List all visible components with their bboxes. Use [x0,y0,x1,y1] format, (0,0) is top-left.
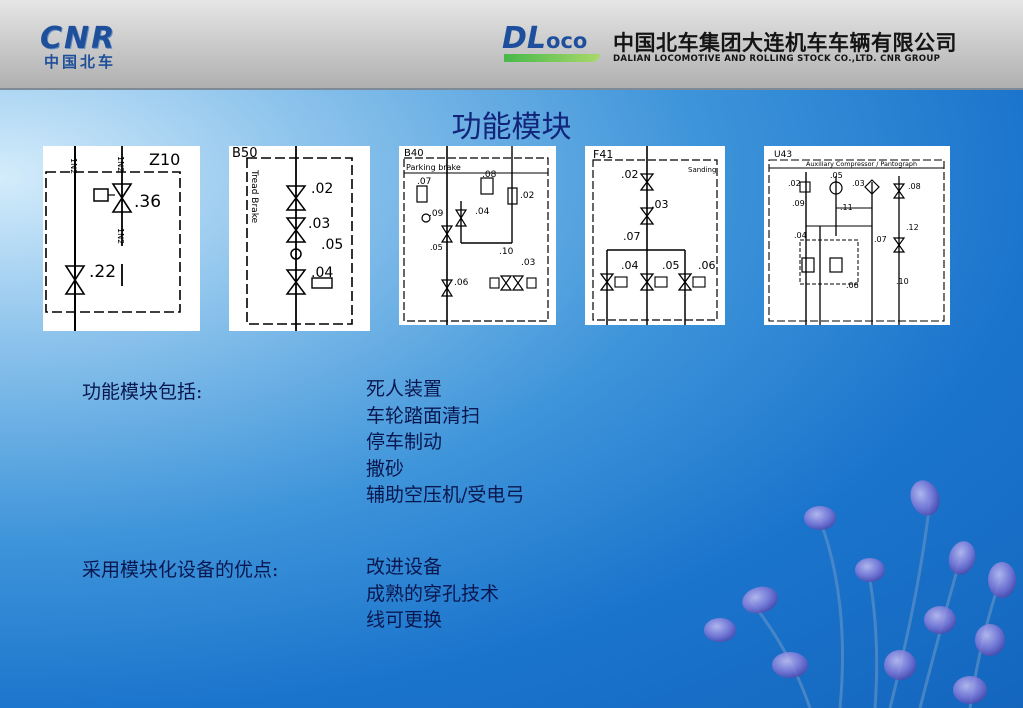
diagram-b40-code: B40 [404,148,424,159]
diagram-u43: U43 Auxiliary Compressor / Pantograph .0… [764,146,950,325]
diagram-u43-label: .02 [788,179,801,188]
diagram-b40-label: .05 [430,243,443,252]
diagram-b40-label: .03 [521,258,535,268]
list-item: 停车制动 [366,431,443,453]
advantages-list: 改进设备 成熟的穿孔技术 线可更换 [366,554,499,634]
list-item: 改进设备 [366,556,443,578]
cnr-logo-cn: 中国北车 [44,53,117,71]
dloco-swoosh [504,54,600,62]
diagram-b40-label: .06 [454,278,469,288]
diagram-f41-label: .04 [621,259,639,272]
tulip-decoration [704,480,1016,708]
diagram-b50-code: B50 [232,146,257,161]
diagram-b40-label: .02 [520,191,534,201]
list-item: 死人装置 [366,378,443,400]
list-item: 辅助空压机/受电弓 [366,484,525,506]
functional-modules-list: 死人装置 车轮踏面清扫 停车制动 撒砂 辅助空压机/受电弓 [366,376,524,509]
diagram-z10-code: Z10 [149,150,180,169]
company-name-cn: 中国北车集团大连机车车辆有限公司 [613,31,957,55]
header-bar: CNR 中国北车 DLoco 中国北车集团大连机车车辆有限公司 DALIAN L… [0,0,1023,90]
diagram-u43-label: .05 [830,171,843,180]
diagram-f41-code: F41 [593,148,613,161]
diagram-u43-heading: Auxiliary Compressor / Pantograph [806,160,917,168]
diagram-u43-label: .03 [852,179,865,188]
diagram-b40-label: .10 [499,247,514,257]
diagram-b40: B40 Parking brake .07 .08 .02 .09 .04 .0… [399,146,556,325]
svg-text:1N2: 1N2 [116,228,125,244]
dloco-logo: DLoco [502,24,612,70]
diagram-b50-label: .04 [311,265,333,281]
diagram-z10-label: .22 [89,262,116,282]
diagram-b50-label: .02 [311,181,333,197]
diagram-b50-side-label: Tread Brake [249,169,259,224]
svg-text:1N2: 1N2 [116,156,125,172]
diagram-b40-label: .04 [475,207,490,217]
list-item: 车轮踏面清扫 [366,404,481,427]
diagram-b40-label: .07 [417,177,431,187]
list-item: 线可更换 [366,609,443,631]
diagram-u43-label: .08 [908,182,921,191]
diagram-u43-label: .12 [906,223,919,232]
diagram-u43-label: .04 [794,231,807,240]
diagram-u43-label: .09 [792,199,805,208]
cnr-logo-text: CNR [40,21,117,56]
list-item: 撒砂 [366,457,405,480]
dloco-logo-oco: oco [546,29,588,53]
diagram-z10: Z10 .36 .22 1N2 1N2 1N2 [43,146,200,331]
cnr-logo: CNR 中国北车 [40,21,160,71]
dloco-logo-d: DL [502,21,547,56]
diagram-f41-label: .06 [698,259,716,272]
diagram-u43-code: U43 [774,150,792,160]
diagram-u43-label: .10 [896,277,909,286]
diagram-b40-label: .09 [429,209,444,219]
diagram-f41-heading: Sanding [688,166,716,174]
diagram-f41-label: .03 [651,198,669,211]
diagram-f41-label: .02 [621,168,639,181]
diagram-z10-label: .36 [134,192,161,212]
functional-modules-label: 功能模块包括: [82,381,203,403]
diagram-f41-label: .05 [662,259,680,272]
diagram-b40-heading: Parking brake [406,163,461,172]
svg-text:1N2: 1N2 [69,158,78,174]
diagram-f41: F41 Sanding .02 .03 .07 .04 .05 .06 [585,146,725,325]
diagram-u43-label: .07 [874,235,887,244]
diagram-b50-label: .03 [308,216,330,232]
slide-title: 功能模块 [451,110,572,145]
diagram-b40-label: .08 [482,170,497,180]
diagram-u43-label: .11 [840,203,853,212]
company-name-en: DALIAN LOCOMOTIVE AND ROLLING STOCK CO.,… [613,54,941,64]
diagram-u43-label: .06 [846,281,859,290]
diagram-b50: B50 Tread Brake .02 .03 .05 .04 [229,146,370,331]
diagram-f41-label: .07 [623,230,641,243]
advantages-label: 采用模块化设备的优点: [82,559,279,581]
diagram-b50-label: .05 [321,237,343,253]
list-item: 成熟的穿孔技术 [366,582,500,605]
